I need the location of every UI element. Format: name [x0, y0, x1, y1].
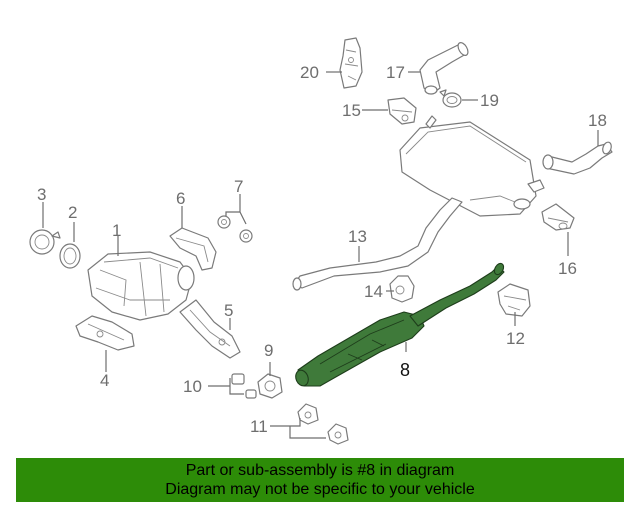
callout-17: 17 — [386, 63, 405, 82]
part-18-tail-pipe[interactable] — [542, 141, 613, 175]
callout-10: 10 — [183, 377, 202, 396]
part-13-intermediate-pipe[interactable] — [292, 197, 463, 291]
callout-4: 4 — [100, 371, 109, 390]
callout-20: 20 — [300, 63, 319, 82]
part-3-clamp[interactable] — [29, 229, 61, 255]
callout-6: 6 — [176, 189, 185, 208]
part-19-clamp[interactable] — [439, 89, 462, 108]
part-15-hanger-bracket[interactable] — [387, 97, 417, 125]
part-12-bracket[interactable] — [497, 283, 531, 317]
callout-18: 18 — [588, 111, 607, 130]
part-4-bracket[interactable] — [75, 315, 135, 351]
callout-8-highlighted: 8 — [400, 360, 410, 380]
part-1-catalytic-converter[interactable] — [87, 251, 195, 321]
callout-11: 11 — [250, 417, 268, 436]
part-10-nuts[interactable] — [231, 373, 257, 399]
callout-1: 1 — [112, 221, 121, 240]
callout-3: 3 — [37, 185, 46, 204]
banner-line-1: Part or sub-assembly is #8 in diagram — [185, 462, 455, 479]
part-7-bolts[interactable] — [217, 215, 253, 243]
part-20-heat-shield[interactable] — [339, 37, 363, 89]
part-9-flange-gasket[interactable] — [257, 373, 283, 399]
callout-13: 13 — [348, 227, 367, 246]
part-5-support-bracket[interactable] — [179, 299, 241, 359]
callout-19: 19 — [480, 91, 499, 110]
exhaust-parts-diagram: 1 2 3 4 5 6 7 8 9 10 11 12 13 14 15 16 1… — [29, 37, 613, 445]
part-16-rear-hanger[interactable] — [541, 203, 575, 231]
callout-14: 14 — [364, 282, 383, 301]
part-17-connector-pipe[interactable] — [419, 41, 470, 95]
leader-lines — [42, 71, 599, 439]
callout-9: 9 — [264, 341, 273, 360]
part-11-hangers[interactable] — [297, 403, 349, 445]
callout-2: 2 — [68, 203, 77, 222]
callout-7: 7 — [234, 177, 243, 196]
callout-numbers: 1 2 3 4 5 6 7 8 9 10 11 12 13 14 15 16 1… — [37, 63, 607, 436]
callout-16: 16 — [558, 259, 577, 278]
highlight-info-banner: Part or sub-assembly is #8 in diagram Di… — [16, 458, 624, 502]
rear-muffler — [399, 115, 545, 217]
banner-line-2: Diagram may not be specific to your vehi… — [165, 481, 475, 498]
callout-12: 12 — [506, 329, 525, 348]
part-8-center-pipe-highlighted[interactable] — [294, 262, 506, 388]
callout-5: 5 — [224, 301, 233, 320]
part-6-heat-shield[interactable] — [169, 227, 217, 271]
callout-15: 15 — [342, 101, 361, 120]
part-2-gasket[interactable] — [59, 243, 81, 269]
part-14-rubber-hanger[interactable] — [389, 275, 415, 303]
